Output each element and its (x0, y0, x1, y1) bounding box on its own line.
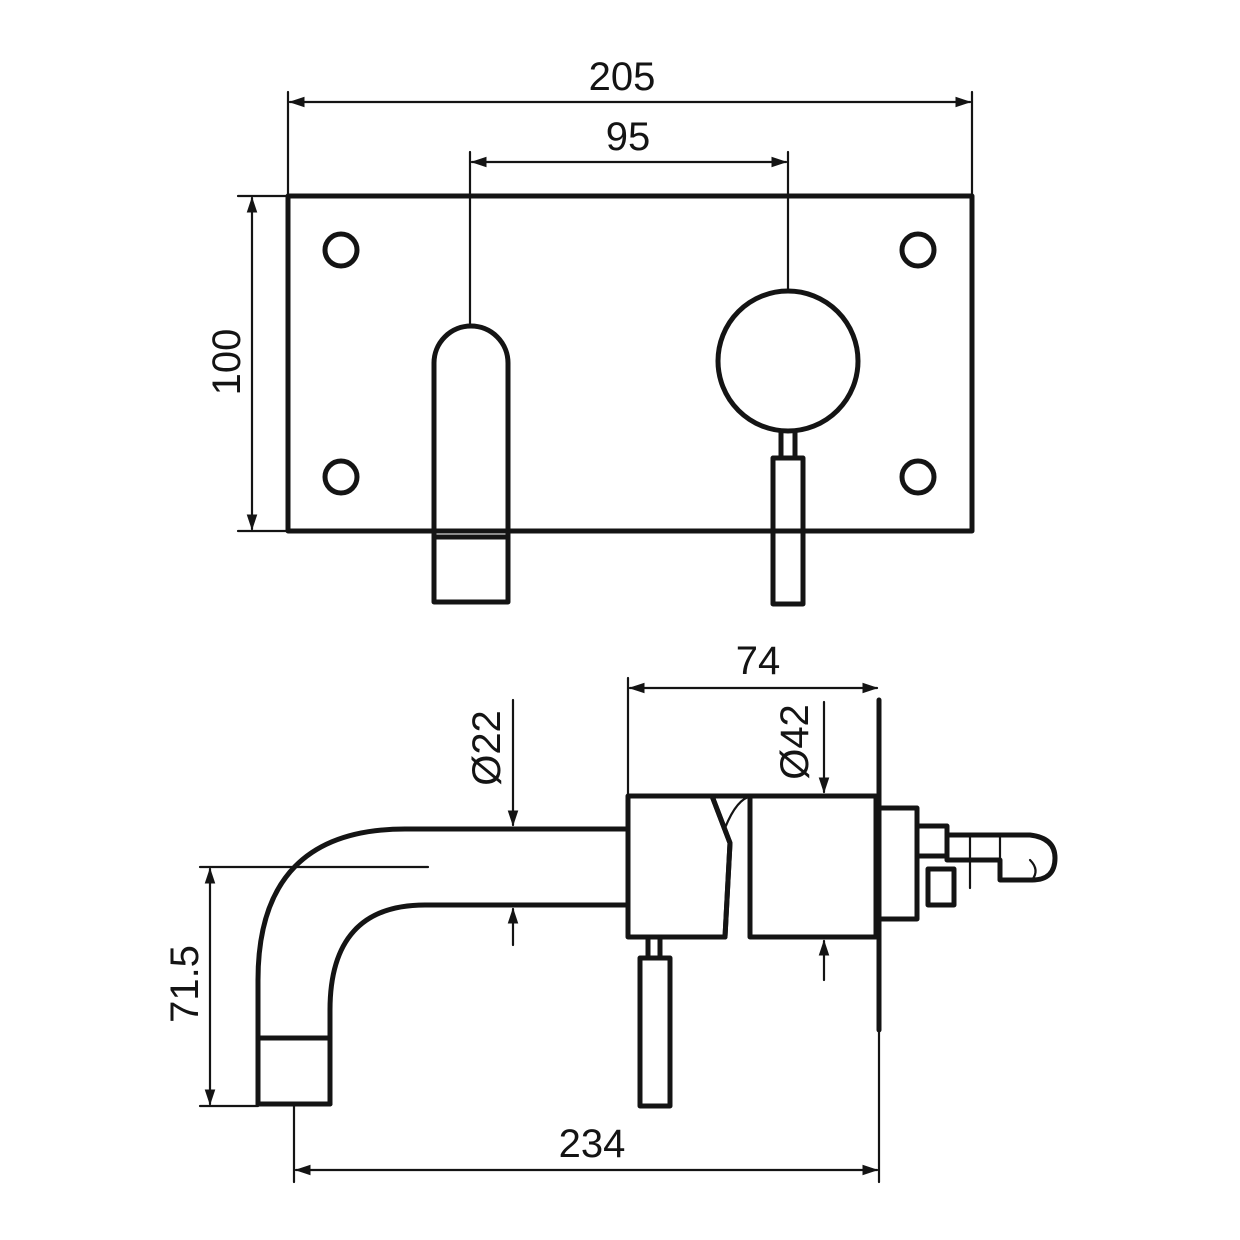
screw-hole-top-left (322, 231, 360, 269)
valve-neck (723, 794, 754, 830)
dim-205-label: 205 (589, 55, 656, 99)
front-view: 205 95 100 (205, 55, 975, 607)
lever-front (770, 455, 806, 607)
spout-front (431, 323, 511, 605)
handle-knob-front (715, 288, 861, 434)
valve-cartridge (747, 793, 879, 940)
dim-95-label: 95 (606, 115, 651, 159)
dim-100-label: 100 (205, 329, 249, 396)
spout-side-inner (327, 902, 631, 1107)
rear-connector-lower (925, 866, 957, 908)
cover-plate (285, 193, 975, 534)
screw-hole-bottom-left (322, 458, 360, 496)
dim-74-label: 74 (736, 639, 781, 683)
spout-side-outer (255, 826, 631, 1107)
valve-collar (709, 793, 755, 940)
rear-connector-upper (914, 823, 950, 859)
screw-hole-top-right (899, 231, 937, 269)
dim-71-5-label: 71.5 (163, 945, 207, 1023)
valve-body (625, 793, 733, 940)
rough-in-box (876, 805, 920, 922)
lever-side (637, 955, 673, 1109)
rear-pipe-bend (1028, 858, 1037, 882)
dim-234-label: 234 (559, 1122, 626, 1166)
dim-d42-label: Ø42 (773, 704, 817, 780)
side-view: 74 Ø22 Ø42 71.5 234 (163, 639, 1058, 1184)
screw-hole-bottom-right (899, 458, 937, 496)
dim-d22-label: Ø22 (465, 710, 509, 786)
